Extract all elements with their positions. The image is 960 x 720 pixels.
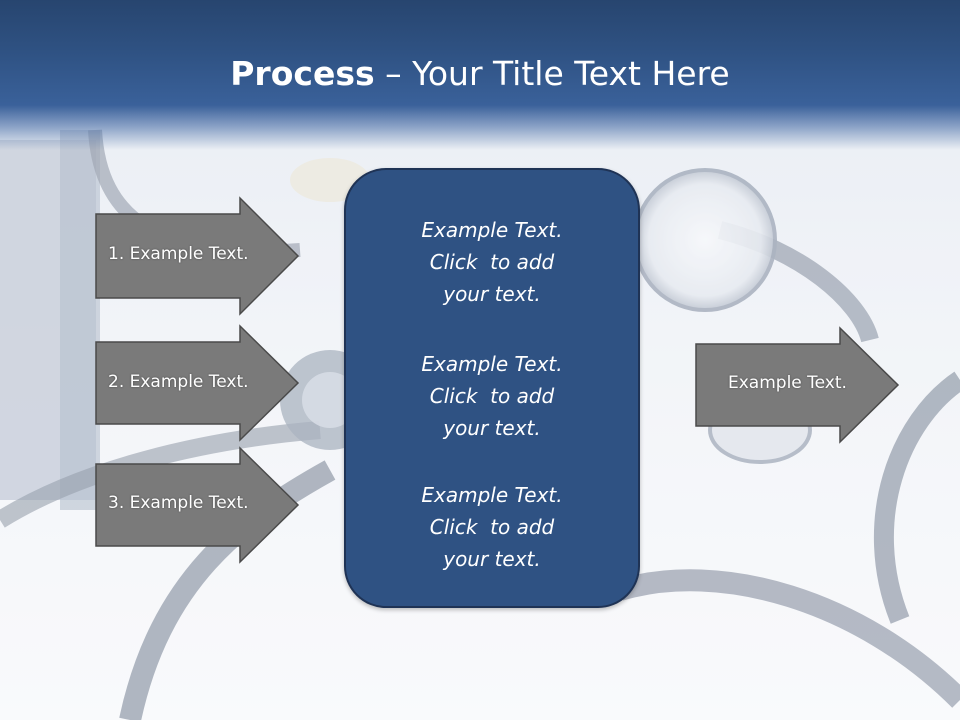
slide-title[interactable]: Process – Your Title Text Here [0,48,960,100]
left-arrow-3[interactable]: 3. Example Text. [95,446,300,564]
arrow-shape [95,446,300,564]
left-arrow-3-label: 3. Example Text. [108,493,249,513]
right-arrow[interactable]: Example Text. [695,326,900,444]
left-arrow-2-label: 2. Example Text. [108,372,249,392]
left-arrow-2[interactable]: 2. Example Text. [95,324,300,442]
left-arrow-1-label: 1. Example Text. [108,244,249,264]
title-rest-part: – Your Title Text Here [374,54,730,93]
arrow-shape [95,324,300,442]
header-band [0,0,960,150]
arrow-shape [695,326,900,444]
center-paragraph-2: Example Text. Click to add your text. [421,352,563,440]
left-arrow-1[interactable]: 1. Example Text. [95,196,300,316]
center-paragraph-1: Example Text. Click to add your text. [421,218,563,306]
title-bold-part: Process [230,54,375,93]
arrow-shape [95,196,300,316]
right-arrow-label: Example Text. [728,373,847,393]
center-paragraph-3: Example Text. Click to add your text. [421,483,563,571]
center-text-box[interactable]: Example Text. Click to add your text. Ex… [344,168,640,608]
